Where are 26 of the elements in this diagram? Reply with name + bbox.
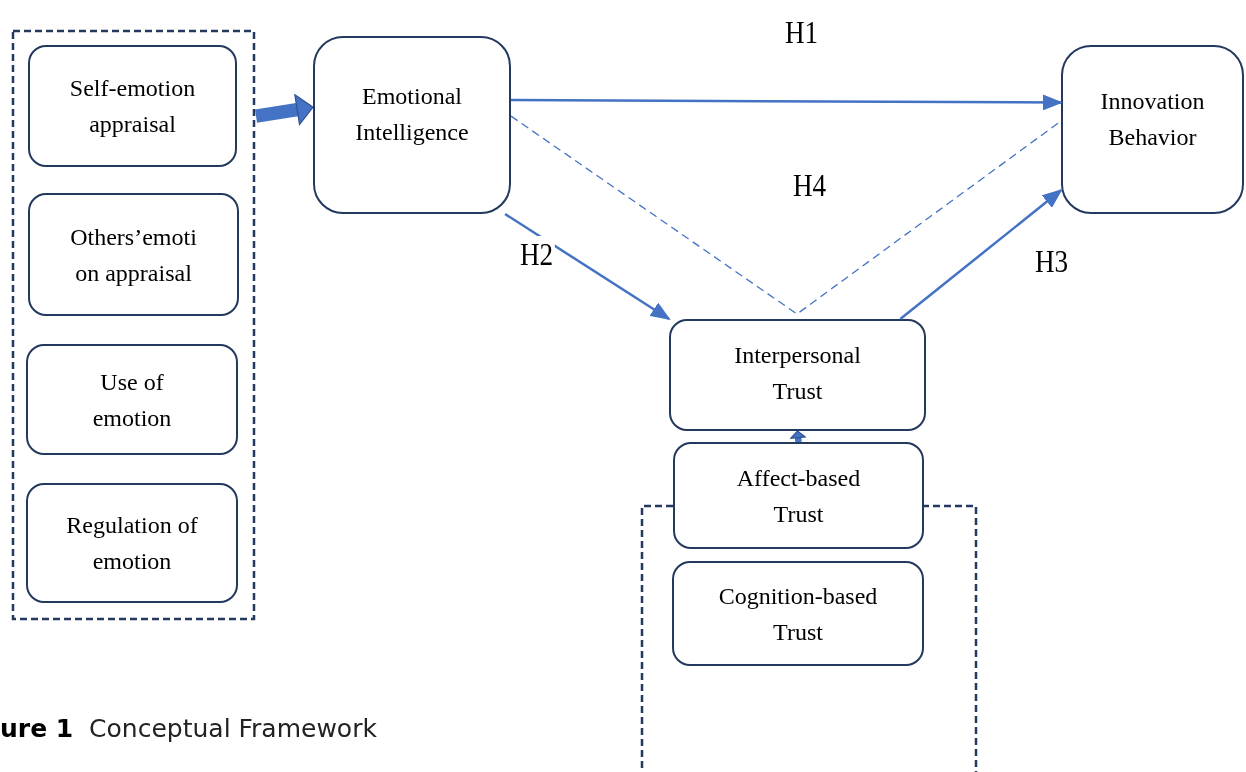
node-label: Cognition-based Trust — [717, 581, 879, 647]
arrow — [504, 212, 671, 321]
rounded-box — [313, 36, 511, 214]
node-label: Use of emotion — [91, 367, 173, 433]
node-label: Affect-based Trust — [735, 463, 862, 529]
rounded-box — [28, 45, 237, 167]
rounded-box — [673, 442, 924, 549]
node-label: Interpersonal Trust — [733, 341, 862, 406]
arrow — [511, 94, 1063, 111]
node-label: Others’emoti on appraisal — [69, 222, 198, 288]
node-label: Innovation Behavior — [1099, 87, 1206, 152]
node-label: Emotional Intelligence — [354, 82, 470, 147]
dashed-group-frame — [12, 30, 256, 620]
arrow — [899, 189, 1063, 320]
node-label: Self-emotion appraisal — [68, 74, 197, 139]
rounded-box — [28, 193, 239, 316]
rounded-box — [669, 319, 926, 431]
rounded-box — [26, 483, 238, 603]
figure-caption: ure 1 Conceptual Framework — [0, 714, 377, 743]
dashed-bracket-frame — [641, 505, 978, 772]
rounded-box — [1061, 45, 1244, 214]
node-label: Regulation of emotion — [65, 511, 199, 576]
rounded-box — [26, 344, 238, 455]
block-arrow — [790, 430, 806, 443]
rounded-box — [672, 561, 924, 666]
block-arrow — [254, 94, 314, 126]
